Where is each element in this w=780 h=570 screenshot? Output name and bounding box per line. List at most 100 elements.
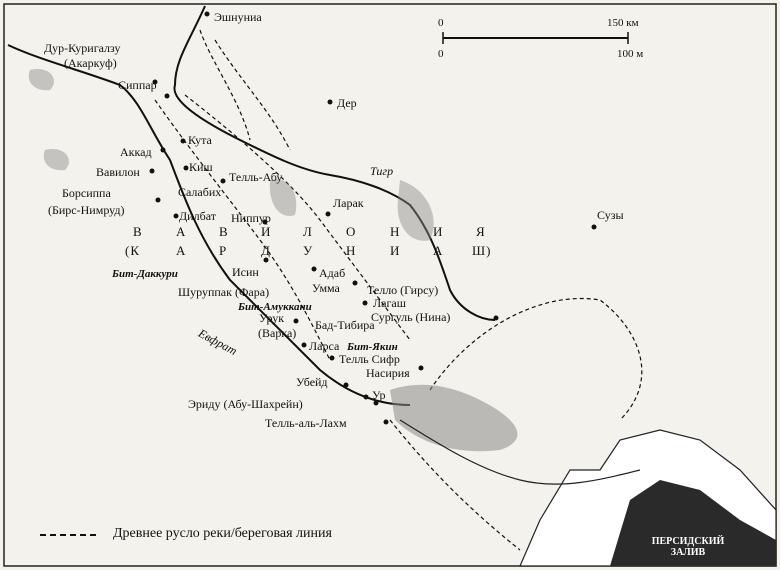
scale-km-value: 150 км <box>607 17 639 29</box>
ancient-course-3 <box>199 29 251 141</box>
region-karduniash-letter: У <box>303 243 314 258</box>
place-uruk: Урук <box>259 311 285 325</box>
dot-borsippa <box>155 197 161 203</box>
place-eshnunna: Эшнуниа <box>214 10 262 24</box>
region-karduniash-letter: Д <box>261 243 271 258</box>
region-babylonia-letter: В <box>133 224 143 239</box>
place-tello: Телло (Гирсу) <box>367 283 439 297</box>
place-umma: Умма <box>312 281 340 295</box>
gulf-dark <box>610 480 776 566</box>
region-karduniash-letter: А <box>176 243 187 258</box>
ancient-course-5 <box>429 297 643 421</box>
place-tell-al-lahm: Телль-аль-Лахм <box>265 416 347 430</box>
marsh-area-3 <box>28 69 54 91</box>
scale-km-zero: 0 <box>438 17 444 29</box>
region-karduniash-letter: А <box>433 243 444 258</box>
region-babylonia-letter: О <box>346 224 357 239</box>
place-lagash: Лагаш <box>373 296 406 310</box>
ancient-course-2 <box>184 94 411 341</box>
place-shuruppak: Шуруппак (Фара) <box>178 285 270 299</box>
region-karduniash-letter: (К <box>125 243 140 258</box>
place-susa: Сузы <box>597 208 624 222</box>
place-varka: (Варка) <box>258 326 297 340</box>
region-babylonia-letter: И <box>433 224 444 239</box>
dot-umma <box>352 280 358 286</box>
dot-dilbat <box>173 213 179 219</box>
place-surgul: Сургуль (Нина) <box>371 310 451 324</box>
dot-isin <box>263 257 269 263</box>
place-dur-kurigalzu: Дур-Куригалзу <box>44 41 121 55</box>
river-label-tigris: Тигр <box>370 164 394 178</box>
dot-tell-al-lahm <box>383 419 389 425</box>
gulf-label-line2: ЗАЛИВ <box>670 547 706 558</box>
dot-ur <box>363 394 369 400</box>
place-dilbat: Дилбат <box>179 209 216 223</box>
place-ur: Ур <box>372 388 386 402</box>
place-eridu: Эриду (Абу-Шахрейн) <box>188 397 303 411</box>
dot-eshnunna <box>204 11 210 17</box>
gulf-label: ПЕРСИДСКИЙ ЗАЛИВ <box>628 536 748 558</box>
city-dots <box>149 11 597 425</box>
map-frame <box>3 3 777 567</box>
shore-line <box>399 419 641 485</box>
place-bad-tibira: Бад-Тибира <box>315 318 375 332</box>
region-karduniash-letter: Ш) <box>472 243 492 258</box>
dot-akkad <box>160 147 166 153</box>
legend-text: Древнее русло реки/береговая линия <box>113 526 332 541</box>
region-babylonia-letter: Я <box>476 224 486 239</box>
dot-kuta <box>180 138 186 144</box>
scale-m-value: 100 м <box>617 48 644 60</box>
marsh-area-2 <box>397 180 434 241</box>
region-babylonia-letter: А <box>176 224 187 239</box>
dot-babylon <box>149 168 155 174</box>
ancient-course-1 <box>154 99 331 361</box>
marsh-area-4 <box>43 149 69 171</box>
place-tell-abu: Телль-Абу <box>229 170 283 184</box>
dot-lagash <box>362 300 368 306</box>
region-bit-amukkani: Бит-Амуккани <box>238 301 312 313</box>
place-sippar: Сиппар <box>118 78 157 92</box>
region-bit-dakkuri: Бит-Даккури <box>112 268 178 280</box>
ancient-course-4 <box>214 39 291 151</box>
region-karduniash-letter: И <box>390 243 401 258</box>
place-nasiria: Насирия <box>366 366 410 380</box>
region-bit-yakin: Бит-Якин <box>347 341 398 353</box>
place-larsa: Ларса <box>309 339 340 353</box>
scale-m-zero: 0 <box>438 48 444 60</box>
euphrates-river <box>7 44 411 406</box>
dot-dur-kurigalzu <box>152 79 158 85</box>
dot-susa <box>591 224 597 230</box>
place-der: Дер <box>337 96 357 110</box>
marsh-area-1 <box>390 384 518 452</box>
region-babylonia-letter: И <box>261 224 272 239</box>
place-isin: Исин <box>232 265 259 279</box>
dot-nippur <box>262 219 268 225</box>
place-adab: Адаб <box>319 266 346 280</box>
region-karduniash-letter: Р <box>219 243 228 258</box>
region-babylonia-letter: Н <box>390 224 401 239</box>
place-salabikh: Салабих <box>178 185 222 199</box>
dot-ubaid <box>343 382 349 388</box>
dot-adab <box>311 266 317 272</box>
place-akkad: Аккад <box>120 145 152 159</box>
place-babylon: Вавилон <box>96 165 140 179</box>
place-kish: Киш <box>189 160 213 174</box>
tigris-river <box>173 5 496 321</box>
region-babylonia-letter: В <box>219 224 229 239</box>
dot-larsa <box>301 342 307 348</box>
region-karduniash-letter: Н <box>346 243 357 258</box>
ancient-coastline <box>389 419 521 551</box>
dot-surgul <box>493 315 499 321</box>
dot-larak <box>325 211 331 217</box>
marsh-area-5 <box>269 179 297 216</box>
dot-tell-sifr <box>329 355 335 361</box>
dot-der <box>327 99 333 105</box>
region-babylonia-letter: Л <box>303 224 313 239</box>
dot-nasiria <box>418 365 424 371</box>
place-dur-kurigalzu-alt: (Акаркуф) <box>64 56 117 70</box>
dot-tell-abu <box>220 178 226 184</box>
place-nippur: Ниппур <box>231 211 271 225</box>
place-larak: Ларак <box>333 196 364 210</box>
